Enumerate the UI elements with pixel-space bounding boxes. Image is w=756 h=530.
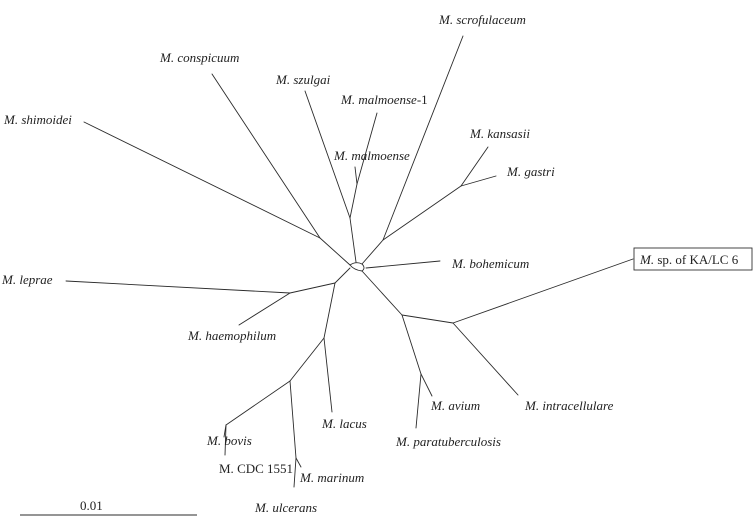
label-scrofulaceum: M. scrofulaceum <box>438 12 526 27</box>
scale-bar-label: 0.01 <box>80 498 103 513</box>
branch-avium <box>420 373 433 397</box>
label-leprae: M. leprae <box>1 272 53 287</box>
branch-gastri <box>460 175 497 187</box>
branch-internal <box>289 380 297 459</box>
label-cdc1551: M. CDC 1551 <box>219 461 293 476</box>
branch-cdc1551 <box>224 424 227 456</box>
highlight-box <box>633 247 753 271</box>
branch-leprae <box>65 280 291 294</box>
branch-internal <box>323 282 336 339</box>
label-shimoidei: M. shimoidei <box>3 112 72 127</box>
branch-paratuberculosis <box>415 373 422 429</box>
label-szulgai: M. szulgai <box>275 72 331 87</box>
branch-scrofulaceum <box>382 35 464 241</box>
branch-lacus <box>323 337 333 413</box>
branch-intracellulare <box>452 322 519 396</box>
branch-haemophilum <box>238 292 291 326</box>
branch-internal <box>225 380 291 426</box>
taxon-labels: M. scrofulaceum M. conspicuum M. szulgai… <box>1 12 753 515</box>
scale-bar: 0.01 <box>20 498 197 516</box>
tree-branches <box>65 35 634 488</box>
branch-internal <box>361 270 403 316</box>
branch-internal <box>289 337 325 382</box>
branch-conspicuum <box>211 73 321 239</box>
branch-kansasii <box>460 146 489 187</box>
center-node <box>349 262 365 272</box>
label-marinum: M. marinum <box>299 470 364 485</box>
label-bovis: M. bovis <box>206 433 252 448</box>
branch-malmoense <box>354 166 358 185</box>
label-conspicuum: M. conspicuum <box>159 50 239 65</box>
label-haemophilum: M. haemophilum <box>187 328 276 343</box>
branch-internal <box>382 185 462 241</box>
branch-ulcerans <box>293 457 297 488</box>
label-ka-lc6: M. sp. of KA/LC 6 <box>639 252 739 267</box>
label-lacus: M. lacus <box>321 416 367 431</box>
branch-internal <box>334 267 351 284</box>
label-ulcerans: M. ulcerans <box>254 500 317 515</box>
branch-szulgai <box>304 90 351 219</box>
branch-internal <box>349 217 357 263</box>
branch-internal <box>349 183 358 219</box>
branch-malmoense-1 <box>356 112 378 185</box>
label-gastri: M. gastri <box>506 164 555 179</box>
label-bohemicum: M. bohemicum <box>451 256 529 271</box>
branch-marinum <box>295 457 302 468</box>
label-intracellulare: M. intracellulare <box>524 398 614 413</box>
branch-bohemicum <box>365 260 441 269</box>
highlighted-taxon: M. sp. of KA/LC 6 <box>633 247 753 271</box>
label-malmoense: M. malmoense <box>333 148 410 163</box>
branch-internal <box>361 239 384 265</box>
label-paratuberculosis: M. paratuberculosis <box>395 434 501 449</box>
branch-internal <box>401 314 422 375</box>
branch-internal <box>401 314 454 324</box>
label-malmoense-1: M. malmoense-1 <box>340 92 428 107</box>
branch-shimoidei <box>83 121 321 239</box>
branch-internal <box>289 282 336 294</box>
branch-ka-lc6 <box>452 258 634 324</box>
label-avium: M. avium <box>430 398 480 413</box>
label-kansasii: M. kansasii <box>469 126 530 141</box>
branch-internal <box>319 237 351 266</box>
